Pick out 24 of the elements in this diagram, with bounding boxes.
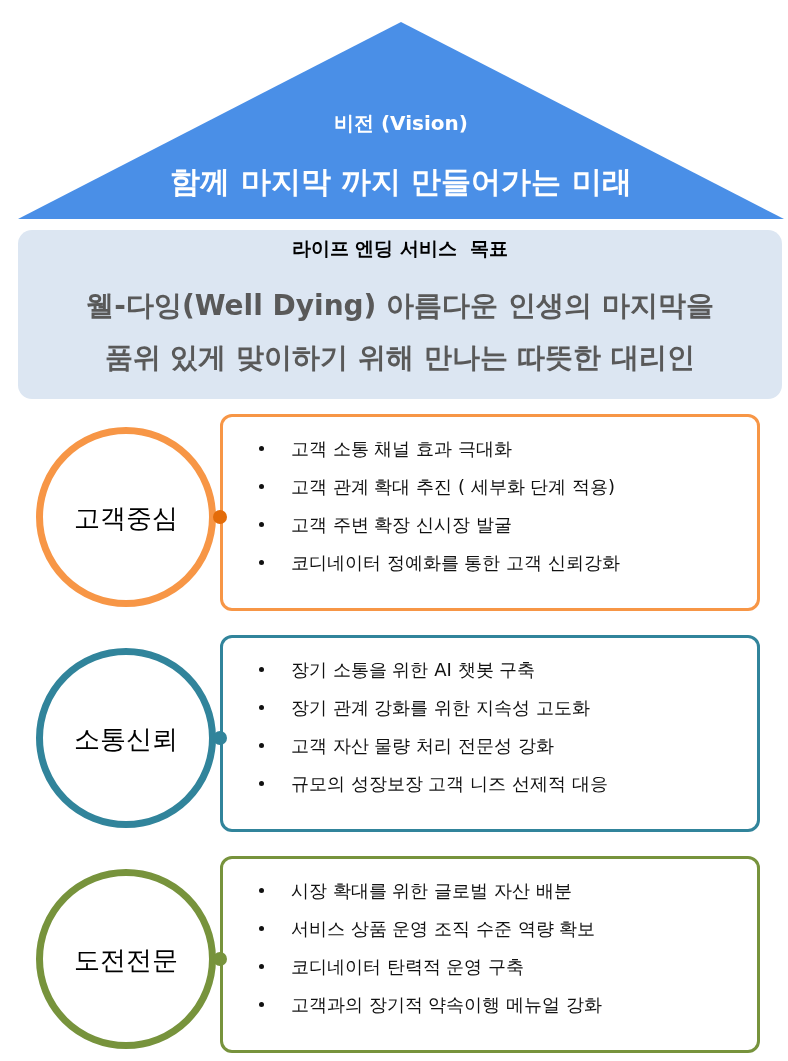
- bullet-item: 서비스 상품 운영 조직 수준 역량 확보: [291, 917, 596, 941]
- bullet-item: 고객과의 장기적 약속이행 메뉴얼 강화: [291, 993, 602, 1017]
- goal-statement: 웰-다잉(Well Dying) 아름다운 인생의 마지막을 품위 있게 맞이하기 위해 만나는 따뜻한 대리인: [85, 288, 715, 376]
- strategy-card: [220, 856, 760, 1053]
- vision-statement: 함께 마지막 까지 만들어가는 미래: [169, 163, 633, 201]
- bullet-item: 고객 관계 확대 추진 ( 세부화 단계 적용): [291, 475, 616, 499]
- vision-triangle: [18, 22, 784, 219]
- bullet-item: 시장 확대를 위한 글로벌 자산 배분: [291, 879, 572, 903]
- pillar-label: 소통신뢰: [73, 723, 179, 756]
- bullet-item: 고객 주변 확장 신시장 발굴: [291, 513, 512, 537]
- bullet-item: 코디네이터 정예화를 통한 고객 신뢰강화: [291, 551, 620, 575]
- bullet-item: 고객 소통 채널 효과 극대화: [291, 437, 512, 461]
- pillar-label: 도전전문: [73, 944, 179, 977]
- bullet-item: 장기 관계 강화를 위한 지속성 고도화: [291, 696, 590, 720]
- strategy-card: [220, 635, 760, 832]
- pillar-label: 고객중심: [73, 502, 179, 535]
- goal-heading: 라이프 엔딩 서비스 목표: [290, 236, 510, 261]
- bullet-item: 장기 소통을 위한 AI 챗봇 구축: [291, 658, 536, 682]
- vision-label: 비전 (Vision): [333, 110, 469, 137]
- strategy-card: [220, 414, 760, 611]
- goal-panel: [18, 230, 782, 399]
- bullet-item: 고객 자산 물량 처리 전문성 강화: [291, 734, 554, 758]
- bullet-item: 규모의 성장보장 고객 니즈 선제적 대응: [291, 772, 608, 796]
- bullet-item: 코디네이터 탄력적 운영 구축: [291, 955, 525, 979]
